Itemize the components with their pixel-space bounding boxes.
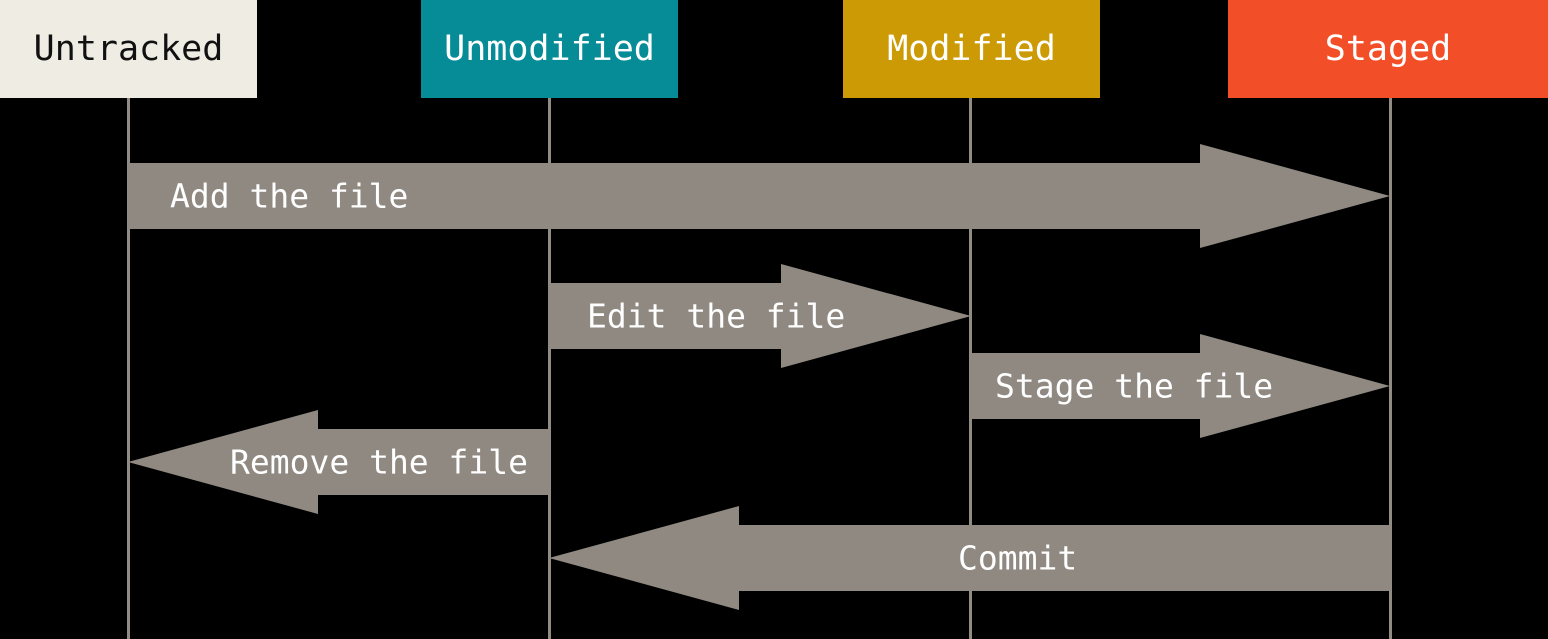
arrow-remove-the-file: Remove the file	[128, 410, 549, 514]
lifeline-staged	[1389, 98, 1392, 639]
arrow-shaft	[128, 163, 1202, 229]
arrow-head-right-icon	[1200, 334, 1390, 438]
state-box-modified: Modified	[843, 0, 1100, 98]
arrow-commit: Commit	[549, 506, 1390, 610]
arrow-label: Commit	[958, 538, 1078, 578]
state-label-modified: Modified	[887, 29, 1056, 69]
arrow-shaft	[316, 429, 549, 495]
arrow-head-left-icon	[128, 410, 318, 514]
arrow-stage-the-file: Stage the file	[971, 334, 1390, 438]
arrow-shaft	[971, 353, 1202, 419]
state-label-untracked: Untracked	[33, 29, 224, 69]
lifeline-untracked	[127, 98, 130, 639]
arrow-label: Add the file	[170, 176, 409, 216]
state-label-unmodified: Unmodified	[444, 29, 655, 69]
state-label-staged: Staged	[1324, 29, 1452, 69]
arrow-label: Stage the file	[995, 366, 1274, 406]
state-box-staged: Staged	[1228, 0, 1548, 98]
arrow-edit-the-file: Edit the file	[549, 264, 971, 368]
state-box-untracked: Untracked	[0, 0, 257, 98]
state-box-unmodified: Unmodified	[421, 0, 678, 98]
arrow-head-left-icon	[549, 506, 739, 610]
arrow-head-right-icon	[781, 264, 971, 368]
arrow-shaft	[549, 283, 783, 349]
lifeline-unmodified	[548, 98, 551, 639]
arrow-label: Edit the file	[587, 296, 846, 336]
arrow-head-right-icon	[1200, 144, 1390, 248]
arrow-add-the-file: Add the file	[128, 144, 1390, 248]
arrow-shaft	[737, 525, 1390, 591]
lifeline-modified	[969, 98, 972, 639]
arrow-label: Remove the file	[230, 442, 529, 482]
